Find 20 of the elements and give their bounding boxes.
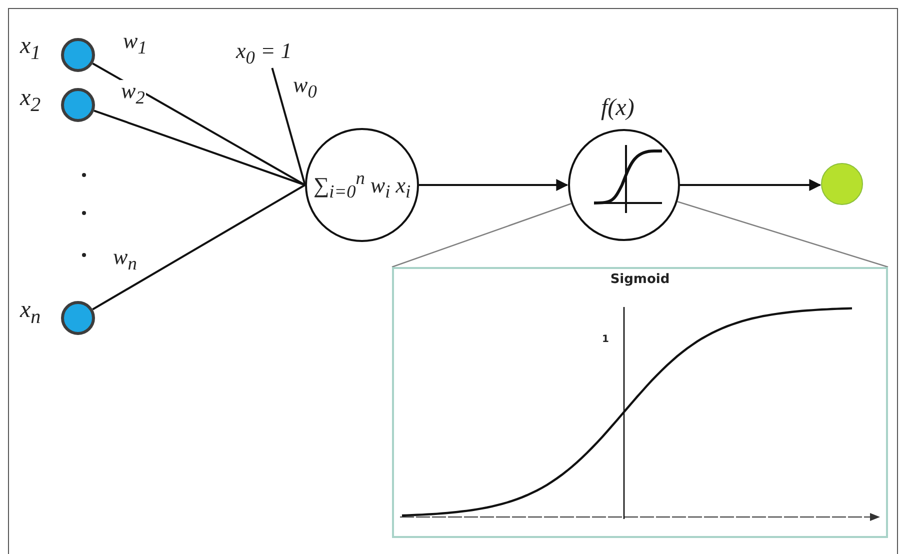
zoom-guide-line (677, 200, 888, 268)
output-node (821, 163, 863, 205)
arrow (680, 179, 822, 191)
axis-tick-label: 1 (602, 334, 609, 345)
zoom-guide-line (392, 203, 572, 268)
input-node (61, 38, 95, 72)
weight-line (94, 110, 306, 186)
weight-line (92, 184, 306, 310)
summation-formula: ∑$_{i=0}$$^{n}$ w$_{i}$ x$_{i}$ (313, 168, 411, 202)
input-node (61, 301, 95, 335)
arrow (419, 179, 568, 191)
function-label: f(x) (601, 96, 634, 120)
weight-line (92, 62, 306, 186)
bias-input-label: x$_{0}$ = 1 (236, 38, 293, 70)
input-label: x$_{2}$ (20, 86, 41, 115)
weight-line (271, 68, 306, 186)
panel-title: Sigmoid (609, 272, 671, 287)
input-node (61, 88, 95, 122)
input-label: x$_{n}$ (20, 298, 41, 327)
input-label: x$_{1}$ (20, 34, 41, 63)
